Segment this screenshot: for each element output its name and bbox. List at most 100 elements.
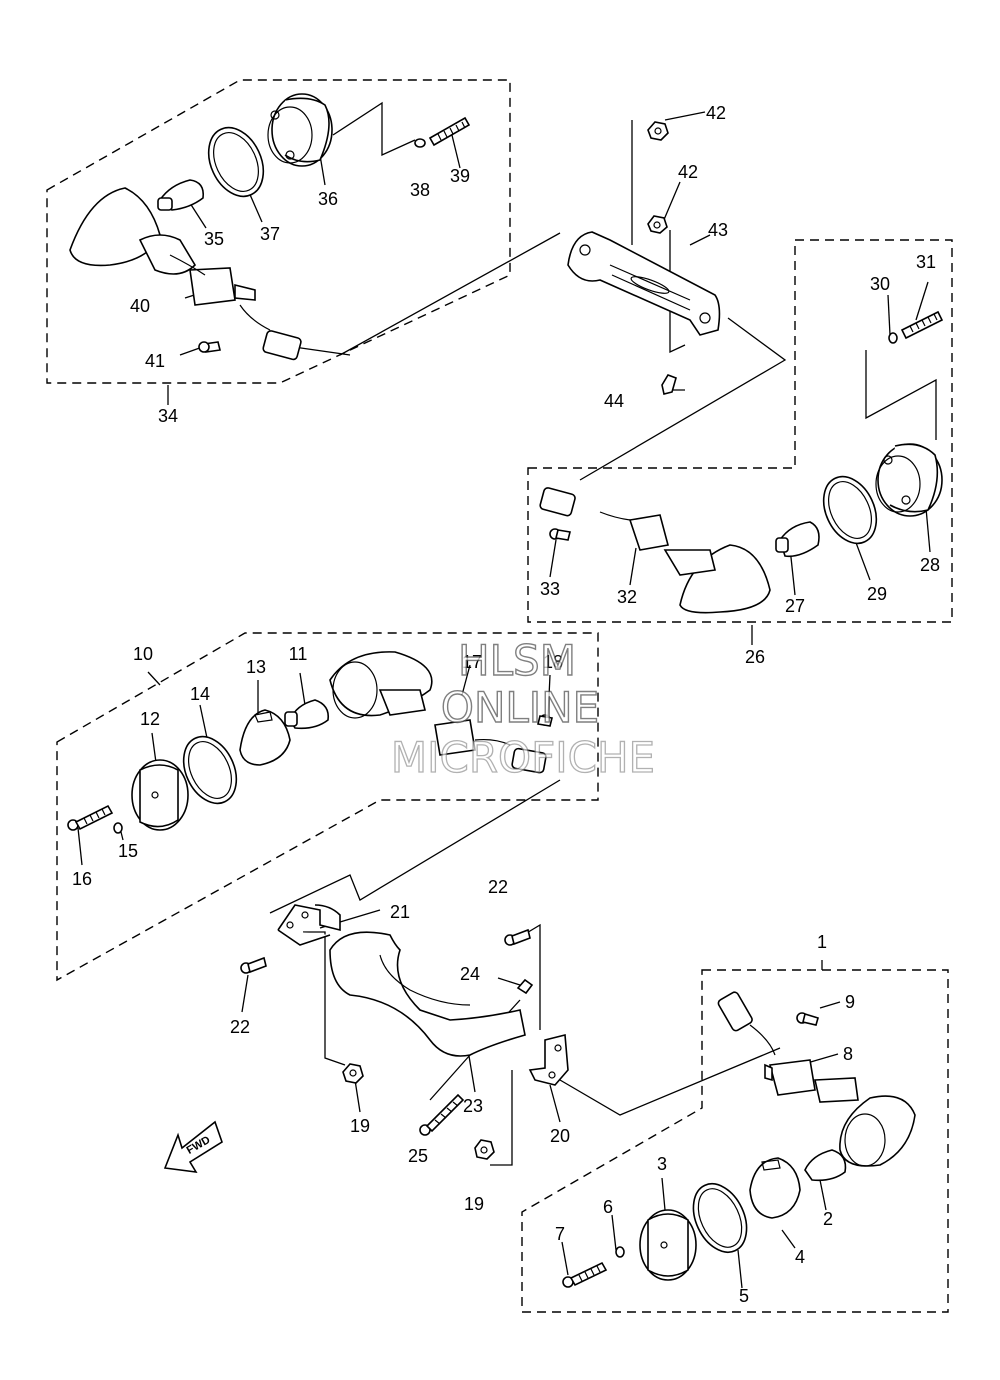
bracket-20 [528, 1033, 569, 1086]
harness-17 [434, 719, 547, 774]
callout-18: 18 [543, 652, 563, 672]
callout-30: 30 [870, 274, 890, 294]
cap-3 [639, 1209, 697, 1281]
bracket-43 [567, 231, 721, 336]
harness-32 [539, 487, 669, 551]
bolt-44 [661, 374, 677, 395]
callout-27: 27 [785, 596, 805, 616]
clip-24 [516, 978, 534, 995]
washer-15 [113, 822, 123, 834]
callout-42a: 42 [706, 103, 726, 123]
gasket-14 [182, 735, 238, 805]
callout-34: 34 [158, 406, 178, 426]
washer-30 [888, 332, 898, 344]
callout-35: 35 [204, 229, 224, 249]
reflector-13 [239, 709, 291, 766]
callout-22b: 22 [230, 1017, 250, 1037]
assembly-outlines [46, 79, 953, 1313]
harness-40 [169, 254, 302, 361]
nut-42 [647, 121, 669, 234]
rim-36 [267, 93, 333, 167]
callout-28: 28 [920, 555, 940, 575]
callout-43: 43 [708, 220, 728, 240]
screw-25 [419, 1093, 465, 1136]
bulb-11 [284, 699, 330, 730]
callout-19b: 19 [464, 1194, 484, 1214]
callout-10: 10 [133, 644, 153, 664]
screw-22 [240, 928, 531, 974]
fwd-arrow-icon [163, 1120, 223, 1174]
watermark-line-3: MICROFICHE [391, 733, 655, 782]
screw-31 [900, 310, 944, 340]
callout-4: 4 [795, 1247, 805, 1267]
screw-18 [537, 714, 553, 727]
callout-36: 36 [318, 189, 338, 209]
callout-41: 41 [145, 351, 165, 371]
lens-cone-34 [69, 187, 197, 275]
callout-6: 6 [603, 1197, 613, 1217]
harness-8 [717, 991, 816, 1096]
screw-39 [428, 116, 471, 147]
callout-44: 44 [604, 391, 624, 411]
watermark: HLSM ONLINE MICROFICHE [390, 635, 655, 782]
rim-28 [875, 443, 943, 517]
assembly-34-outline [46, 79, 511, 384]
callout-16: 16 [72, 869, 92, 889]
gasket-37 [207, 126, 265, 198]
screw-7 [562, 1261, 608, 1288]
bulb-2 [804, 1149, 847, 1182]
callout-25: 25 [408, 1146, 428, 1166]
watermark-line-2: ONLINE [441, 683, 599, 732]
assembly-1-outline [521, 969, 949, 1313]
callout-1: 1 [817, 932, 827, 952]
gasket-29 [822, 475, 878, 545]
washer-38 [414, 138, 426, 148]
callout-5: 5 [739, 1286, 749, 1306]
cap-12 [131, 759, 189, 831]
bulb-35 [157, 179, 205, 211]
assembly-10-outline [56, 632, 599, 982]
callout-7: 7 [555, 1224, 565, 1244]
callout-numbers: 1 2 3 4 5 6 7 8 9 10 11 12 13 14 15 16 1… [72, 103, 940, 1306]
callout-31: 31 [916, 252, 936, 272]
lens-cone-32 [663, 544, 771, 614]
callout-33: 33 [540, 579, 560, 599]
callout-29: 29 [867, 584, 887, 604]
callout-22a: 22 [488, 877, 508, 897]
callout-32: 32 [617, 587, 637, 607]
callout-39: 39 [450, 166, 470, 186]
bracket-21 [277, 904, 341, 946]
cover-23 [329, 931, 526, 1057]
callout-14: 14 [190, 684, 210, 704]
callout-9: 9 [845, 992, 855, 1012]
callout-8: 8 [843, 1044, 853, 1064]
part-drawings [67, 93, 944, 1288]
washer-6 [615, 1246, 625, 1258]
callout-40: 40 [130, 296, 150, 316]
callout-42b: 42 [678, 162, 698, 182]
callout-24: 24 [460, 964, 480, 984]
callout-20: 20 [550, 1126, 570, 1146]
screw-16 [67, 804, 114, 831]
callout-15: 15 [118, 841, 138, 861]
callout-19a: 19 [350, 1116, 370, 1136]
gasket-5 [692, 1183, 748, 1253]
callout-17: 17 [462, 652, 482, 672]
assembly-26-outline [527, 239, 953, 623]
screw-41 [198, 341, 221, 353]
callout-11: 11 [289, 644, 308, 664]
callout-21: 21 [390, 902, 410, 922]
callout-23: 23 [463, 1096, 483, 1116]
reflector-4 [749, 1157, 801, 1219]
lens-cone-1 [814, 1077, 916, 1167]
nut-19 [342, 1063, 495, 1160]
callout-3: 3 [657, 1154, 667, 1174]
lens-cone-10 [329, 651, 433, 719]
callout-2: 2 [823, 1209, 833, 1229]
callout-12: 12 [140, 709, 160, 729]
callout-13: 13 [246, 657, 266, 677]
bulb-27 [775, 521, 820, 558]
screw-33 [549, 528, 571, 541]
screw-9 [796, 1012, 819, 1026]
